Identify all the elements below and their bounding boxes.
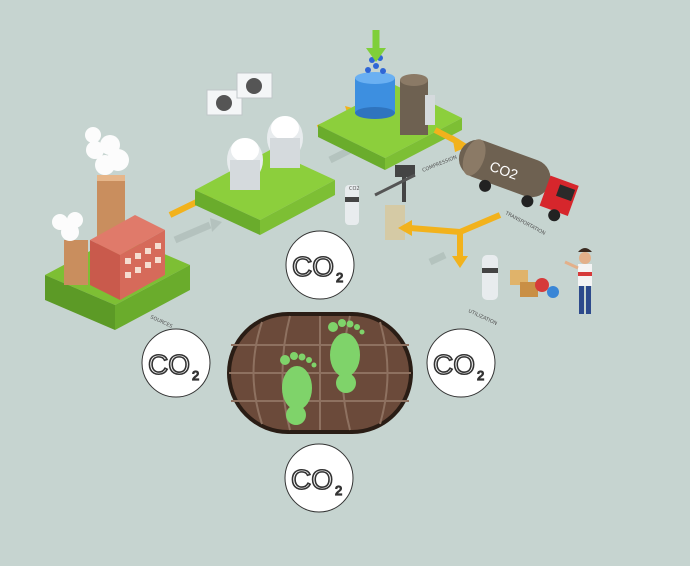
co2-badge-bottom-sub: 2	[335, 483, 342, 498]
chimney-2	[64, 240, 88, 285]
co2-badge-left-main: CO	[148, 349, 190, 380]
label-transportation: TRANSPORTATION	[503, 210, 546, 237]
co2-badge-right: CO 2	[426, 328, 496, 398]
co2-badge-top-main: CO	[292, 251, 334, 282]
factory-icon	[90, 215, 165, 300]
co2-badge-right-main: CO	[433, 349, 475, 380]
sources-platform: SOURCES	[45, 127, 190, 330]
tank-label-storage: CO2	[349, 186, 360, 192]
label-utilization: UTILIZATION	[467, 308, 498, 327]
co2-badge-bottom: CO 2	[284, 443, 354, 513]
utilization-site: UTILIZATION	[467, 255, 559, 327]
co2-badge-bottom-main: CO	[291, 464, 333, 495]
co2-badge-top: CO 2	[285, 230, 355, 300]
co2-badge-left-sub: 2	[192, 368, 199, 383]
label-compression: COMPRESSION	[422, 154, 459, 173]
arrow-to-utilization	[398, 212, 502, 268]
capture-platform	[195, 72, 335, 235]
person-icon	[564, 248, 592, 314]
truck-icon: CO2 TRANSPORTATION	[458, 139, 579, 237]
co2-badge-left: CO 2	[141, 328, 211, 398]
storage-site: CO2	[345, 165, 416, 240]
co2-badge-top-sub: 2	[336, 270, 343, 285]
footprint-icon	[280, 319, 365, 425]
globe-icon	[227, 312, 413, 434]
co2-badge-right-sub: 2	[477, 368, 484, 383]
